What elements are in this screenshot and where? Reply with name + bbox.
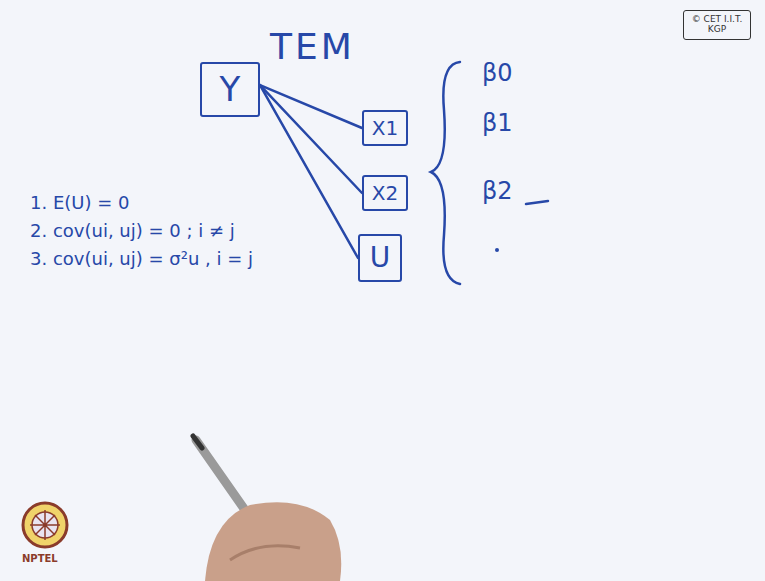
connectors [260, 85, 362, 258]
assumption: 1. E(U) = 0 [30, 193, 129, 214]
ink-dot [495, 248, 499, 252]
coefficient: β1 [482, 110, 513, 138]
logo-text: NPTEL [22, 553, 58, 565]
coefficient: β0 [482, 60, 513, 88]
assumption: 2. cov(ui, uj) = 0 ; i ≠ j [30, 221, 235, 242]
node-text: Y [220, 71, 241, 108]
node-text: X1 [372, 117, 398, 139]
node-text: X2 [372, 182, 398, 204]
variable-box: X1 [362, 110, 408, 146]
copyright-badge: © CET I.I.T. KGP [683, 10, 751, 40]
nptel-logo [23, 503, 67, 547]
ink-stroke [526, 201, 548, 204]
node-text: U [370, 243, 391, 274]
title: TEM [270, 26, 355, 67]
connector-line [260, 85, 358, 258]
curly-brace [431, 62, 460, 284]
coefficient: β2 [482, 178, 513, 206]
error-box: U [358, 234, 402, 282]
node-text: © CET I.I.T. KGP [688, 15, 746, 35]
connector-line [260, 85, 362, 128]
variable-box: Y [200, 62, 260, 117]
variable-box: X2 [362, 175, 408, 211]
assumption: 3. cov(ui, uj) = σ²u , i = j [30, 249, 253, 270]
hand-with-pen [193, 436, 341, 581]
